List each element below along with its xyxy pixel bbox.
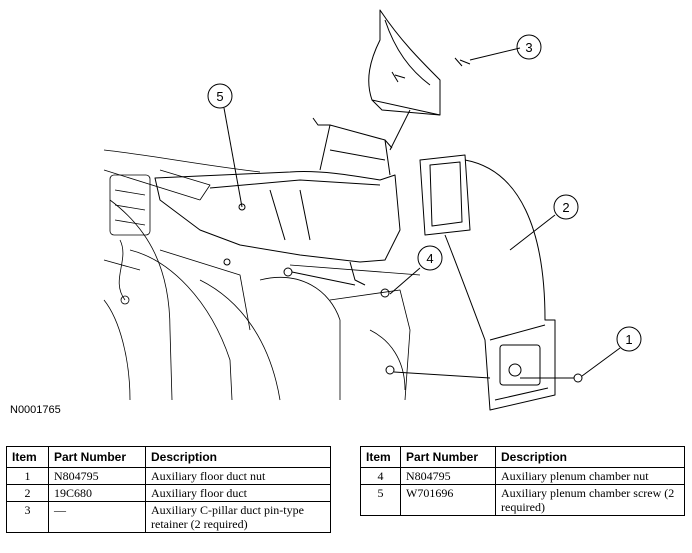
part-number: 19C680 [48, 484, 146, 502]
header-description: Description [145, 446, 331, 468]
table-row: 1 N804795 Auxiliary floor duct nut [6, 467, 331, 485]
part-description: Auxiliary floor duct [145, 484, 331, 502]
table-header-row: Item Part Number Description [360, 446, 685, 468]
parts-table-right: Item Part Number Description 4 N804795 A… [360, 446, 685, 516]
callout-label: 3 [525, 40, 532, 55]
part-number: N804795 [48, 467, 146, 485]
header-description: Description [495, 446, 685, 468]
item-number: 4 [360, 467, 401, 485]
header-part-number: Part Number [400, 446, 496, 468]
figure-id: N0001765 [10, 404, 61, 416]
callout-label: 1 [625, 332, 632, 347]
table-header-row: Item Part Number Description [6, 446, 331, 468]
table-row: 2 19C680 Auxiliary floor duct [6, 484, 331, 502]
plenum-chamber [154, 117, 401, 286]
parts-table-left: Item Part Number Description 1 N804795 A… [6, 446, 331, 533]
header-item: Item [6, 446, 49, 468]
callout-label: 2 [562, 200, 569, 215]
table-row: 3 — Auxiliary C-pillar duct pin-type ret… [6, 501, 331, 533]
part-number: W701696 [400, 484, 496, 516]
item-number: 3 [6, 501, 49, 533]
table-row: 5 W701696 Auxiliary plenum chamber screw… [360, 484, 685, 516]
floor-duct [419, 154, 556, 411]
part-description: Auxiliary plenum chamber screw (2 requir… [495, 484, 685, 516]
item-number: 5 [360, 484, 401, 516]
header-part-number: Part Number [48, 446, 146, 468]
part-description: Auxiliary C-pillar duct pin-type retaine… [145, 501, 331, 533]
vehicle-body-structure [103, 149, 421, 401]
pin-retainer [391, 47, 521, 83]
callout-circles [207, 34, 642, 352]
part-description: Auxiliary floor duct nut [145, 467, 331, 485]
exploded-view-illustration: 3 2 1 4 5 [103, 9, 642, 411]
table-row: 4 N804795 Auxiliary plenum chamber nut [360, 467, 685, 485]
c-pillar-duct [368, 9, 441, 151]
part-number: — [48, 501, 146, 533]
callout-label: 4 [426, 251, 433, 266]
callout-label: 5 [216, 89, 223, 104]
part-number: N804795 [400, 467, 496, 485]
part-description: Auxiliary plenum chamber nut [495, 467, 685, 485]
fastener-leaders [223, 107, 621, 383]
item-number: 2 [6, 484, 49, 502]
item-number: 1 [6, 467, 49, 485]
header-item: Item [360, 446, 401, 468]
